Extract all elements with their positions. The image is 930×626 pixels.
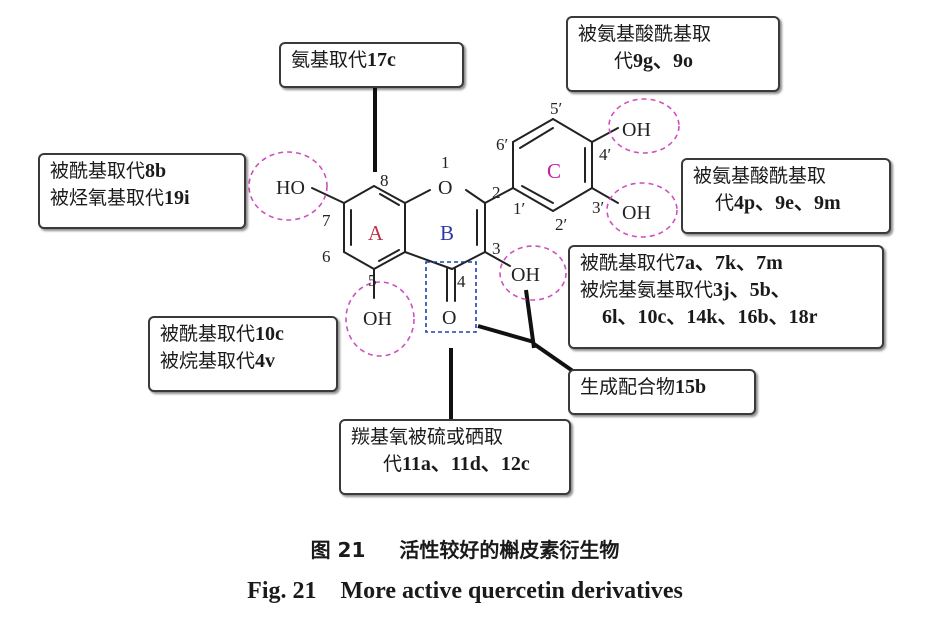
carbonyl-dashed-box: [425, 261, 477, 333]
ring-b-label: B: [440, 221, 454, 245]
callout-carbonyl: 羰基氧被硫或硒取 代11a、11d、12c: [339, 419, 571, 495]
callout-oh3-line3: 6l、10c、14k、16b、18r: [602, 306, 818, 328]
callout-oh7-line2: 被烃氧基取代19i: [50, 187, 190, 209]
caption-chinese: 图 21 活性较好的槲皮素衍生物: [0, 534, 930, 563]
callout-carbonyl-line1: 羰基氧被硫或硒取: [351, 426, 504, 448]
circle-oh4p: [608, 98, 680, 154]
pos-5p: 5′: [550, 99, 562, 118]
callout-oh7-line1: 被酰基取代8b: [50, 160, 167, 182]
ring-oxygen-label: O: [438, 177, 452, 199]
circle-oh3: [499, 245, 567, 301]
leader-oh3: [524, 289, 536, 349]
callout-oh7: 被酰基取代8b 被烃氧基取代19i: [38, 153, 246, 229]
pos-2p: 2′: [555, 215, 567, 234]
pos-4p: 4′: [599, 145, 611, 164]
oh4p-label: OH: [622, 119, 651, 141]
callout-oh3-line1: 被酰基取代7a、7k、7m: [580, 252, 783, 274]
bonds: [311, 118, 619, 302]
pos-3: 3: [492, 239, 501, 258]
callout-c8-line1: 氨基取代17c: [291, 49, 396, 71]
pos-6p: 6′: [496, 135, 508, 154]
pos-3p: 3′: [592, 198, 604, 217]
oh7-label: HO: [276, 177, 305, 199]
callout-oh3: 被酰基取代7a、7k、7m 被烷基氨基取代3j、5b、 6l、10c、14k、1…: [568, 245, 884, 349]
pos-5: 5: [368, 271, 377, 290]
quercetin-structure-diagram: HO OH OH OH OH O O A B C 1 2 3 4 5 6 7 8…: [248, 88, 680, 428]
pos-2: 2: [492, 183, 501, 202]
callout-oh3p-line2: 代4p、9e、9m: [715, 192, 841, 214]
callout-oh4p: 被氨基酸酰基取 代9g、9o: [566, 16, 780, 92]
caption-zh-title: 活性较好的槲皮素衍生物: [399, 538, 620, 562]
pos-6: 6: [322, 247, 331, 266]
callout-complex: 生成配合物15b: [568, 369, 756, 415]
circle-oh3p: [606, 182, 678, 238]
callout-oh4p-line1: 被氨基酸酰基取: [578, 23, 712, 45]
callout-oh5: 被酰基取代10c 被烷基取代4v: [148, 316, 338, 392]
caption-en-title: More active quercetin derivatives: [340, 578, 683, 604]
callout-lines: [373, 88, 582, 428]
pos-1: 1: [441, 153, 450, 172]
callout-oh3p-line1: 被氨基酸酰基取: [693, 165, 827, 187]
circle-oh5: [345, 281, 415, 357]
callout-oh3p: 被氨基酸酰基取 代4p、9e、9m: [681, 158, 891, 234]
pos-7: 7: [322, 211, 331, 230]
oh3-label: OH: [511, 264, 540, 286]
callout-carbonyl-line2: 代11a、11d、12c: [383, 453, 530, 475]
ring-c-label: C: [547, 159, 561, 183]
oh3p-label: OH: [622, 202, 651, 224]
pos-1p: 1′: [513, 199, 525, 218]
caption-en-figure-number: Fig. 21: [247, 578, 317, 604]
callout-complex-line1: 生成配合物15b: [580, 376, 707, 398]
callout-oh3-line2: 被烷基氨基取代3j、5b、: [580, 279, 791, 301]
caption-english: Fig. 21 More active quercetin derivatives: [0, 578, 930, 605]
ring-a-label: A: [368, 221, 384, 245]
pos-8: 8: [380, 171, 389, 190]
circle-oh7: [248, 151, 328, 221]
callout-oh5-line1: 被酰基取代10c: [160, 323, 284, 345]
pos-4: 4: [457, 272, 466, 291]
highlight-circles: [248, 98, 680, 357]
position-numbers: 1 2 3 4 5 6 7 8 1′ 2′ 3′ 4′ 5′ 6′: [322, 99, 611, 291]
leader-o4: [477, 324, 535, 344]
callout-c8: 氨基取代17c: [279, 42, 464, 88]
carbonyl-oxygen-label: O: [442, 307, 456, 329]
callout-oh5-line2: 被烷基取代4v: [160, 350, 276, 372]
oh5-label: OH: [363, 308, 392, 330]
callout-oh4p-line2: 代9g、9o: [614, 50, 694, 72]
caption-zh-figure-number: 图 21: [310, 538, 366, 562]
